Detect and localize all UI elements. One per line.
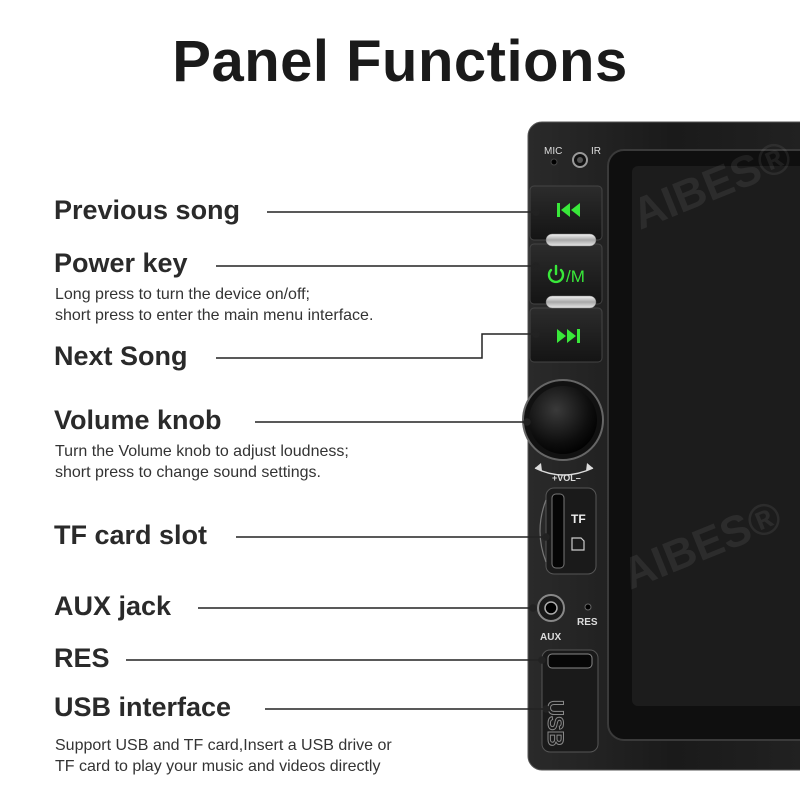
- label-usb-interface: USB interface: [54, 692, 232, 722]
- desc-usb-interface-line-1: Support USB and TF card,Insert a USB dri…: [55, 737, 392, 754]
- label-previous-song: Previous song: [54, 195, 241, 225]
- desc-power-key-line-2: short press to enter the main menu inter…: [55, 307, 374, 324]
- desc-power-key: Long press to turn the device on/off; sh…: [55, 284, 373, 326]
- power-icon: [547, 264, 565, 284]
- ir-text: IR: [591, 146, 601, 157]
- label-tf-card-slot: TF card slot: [54, 520, 208, 550]
- label-power-key: Power key: [54, 248, 188, 278]
- label-next-song: Next Song: [54, 341, 188, 371]
- mic-text: MIC: [544, 146, 562, 157]
- tf-text: TF: [571, 512, 586, 526]
- usb-port-housing: [541, 649, 599, 753]
- mic-hole: [550, 158, 558, 166]
- res-hole: [584, 603, 592, 611]
- res-text: RES: [577, 617, 598, 628]
- label-res: RES: [54, 643, 110, 673]
- leader-lines: [126, 208, 550, 713]
- label-volume-knob: Volume knob: [54, 405, 222, 435]
- page-title: Panel Functions: [172, 29, 628, 94]
- previous-icon: [557, 203, 580, 217]
- next-song-key: [529, 307, 603, 363]
- screen: [632, 166, 800, 706]
- tf-card-slot: [551, 493, 565, 569]
- label-aux-jack: AUX jack: [54, 591, 172, 621]
- desc-volume-knob: Turn the Volume knob to adjust loudness;…: [55, 441, 349, 483]
- vol-text: +VOL–: [552, 473, 581, 483]
- usb-port: [547, 653, 593, 669]
- power-mode-text: /M: [566, 267, 585, 286]
- desc-power-key-line-1: Long press to turn the device on/off;: [55, 286, 310, 303]
- desc-usb-interface: Support USB and TF card,Insert a USB dri…: [55, 735, 392, 777]
- desc-volume-knob-line-1: Turn the Volume knob to adjust loudness;: [55, 443, 349, 460]
- desc-volume-knob-line-2: short press to change sound settings.: [55, 464, 321, 481]
- next-icon: [557, 329, 580, 343]
- desc-usb-interface-line-2: TF card to play your music and videos di…: [55, 758, 381, 775]
- sd-card-icon: [571, 537, 585, 551]
- aux-text: AUX: [540, 632, 561, 643]
